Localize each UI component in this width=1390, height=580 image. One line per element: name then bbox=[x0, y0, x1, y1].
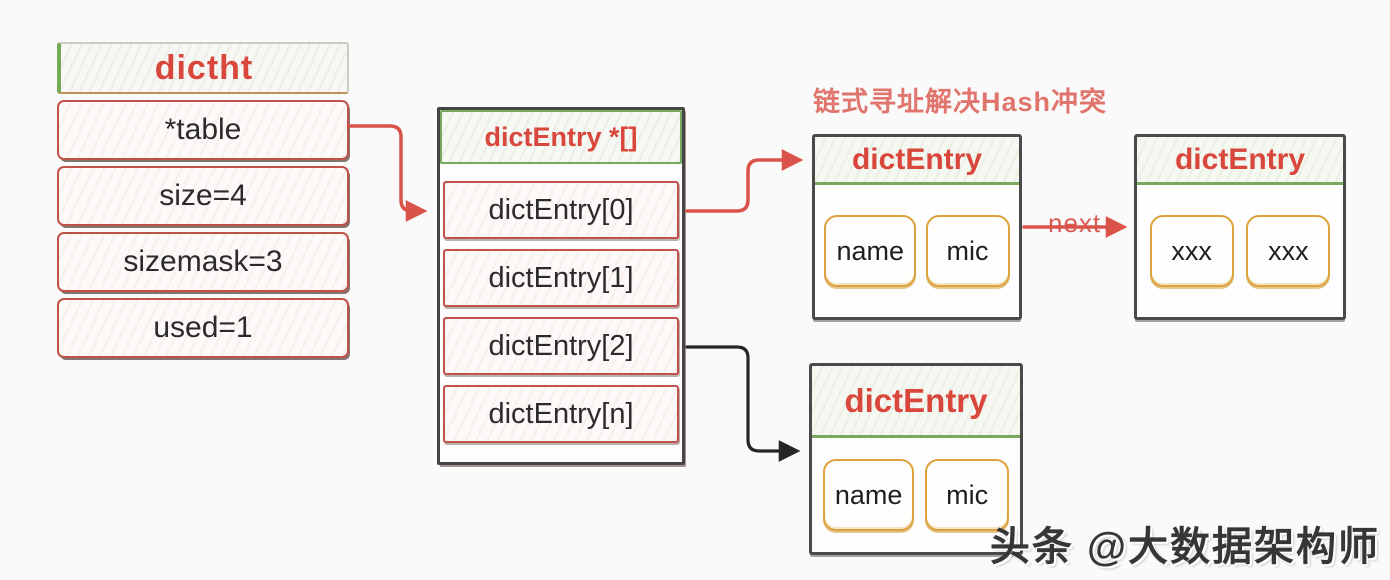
bucket-row-n: dictEntry[n] bbox=[443, 385, 679, 443]
next-pointer-label: next bbox=[1048, 208, 1102, 238]
field-key: name bbox=[822, 459, 915, 531]
dictht-row-size: size=4 bbox=[57, 166, 349, 226]
entry-node-top: dictEntry name mic bbox=[812, 134, 1022, 320]
dictht-title: dictht bbox=[154, 48, 254, 87]
entry-node-bottom-body: name mic bbox=[812, 438, 1020, 552]
chain-annotation-text: 链式寻址解决Hash冲突 bbox=[813, 87, 1108, 117]
dictht-box: dictht *table size=4 sizemask=3 used=1 bbox=[57, 42, 349, 358]
entry-node-bottom: dictEntry name mic bbox=[809, 363, 1023, 555]
entry-node-top-header: dictEntry bbox=[815, 137, 1019, 185]
entry-node-next-title: dictEntry bbox=[1174, 142, 1306, 176]
dictht-header: dictht bbox=[57, 42, 349, 94]
entry-node-top-body: name mic bbox=[815, 185, 1019, 317]
dictht-row-sizemask: sizemask=3 bbox=[57, 232, 349, 292]
entry-node-next-body: xxx xxx bbox=[1137, 185, 1343, 317]
dictht-row-table: *table bbox=[57, 100, 349, 160]
entry-node-bottom-header: dictEntry bbox=[812, 366, 1020, 438]
entry-node-next: dictEntry xxx xxx bbox=[1134, 134, 1346, 320]
bucket-row-2: dictEntry[2] bbox=[443, 317, 679, 375]
field-value: mic bbox=[925, 459, 1010, 531]
field-key: xxx bbox=[1149, 215, 1234, 287]
bucket-row-1: dictEntry[1] bbox=[443, 249, 679, 307]
entry-node-next-header: dictEntry bbox=[1137, 137, 1343, 185]
bucket-array-header: dictEntry *[] bbox=[440, 110, 682, 164]
field-key: name bbox=[824, 215, 917, 287]
field-value: mic bbox=[925, 215, 1010, 287]
watermark-text: 头条 @大数据架构师 bbox=[989, 525, 1380, 569]
bucket-array-title: dictEntry *[] bbox=[484, 121, 638, 152]
entry-node-top-title: dictEntry bbox=[851, 142, 983, 176]
field-value: xxx bbox=[1246, 215, 1331, 287]
bucket-array-box: dictEntry *[] dictEntry[0] dictEntry[1] … bbox=[437, 107, 685, 465]
bucket-row-0: dictEntry[0] bbox=[443, 181, 679, 239]
bucket-rows: dictEntry[0] dictEntry[1] dictEntry[2] d… bbox=[443, 181, 679, 443]
dictht-row-used: used=1 bbox=[57, 298, 349, 358]
entry-node-bottom-title: dictEntry bbox=[844, 381, 988, 419]
